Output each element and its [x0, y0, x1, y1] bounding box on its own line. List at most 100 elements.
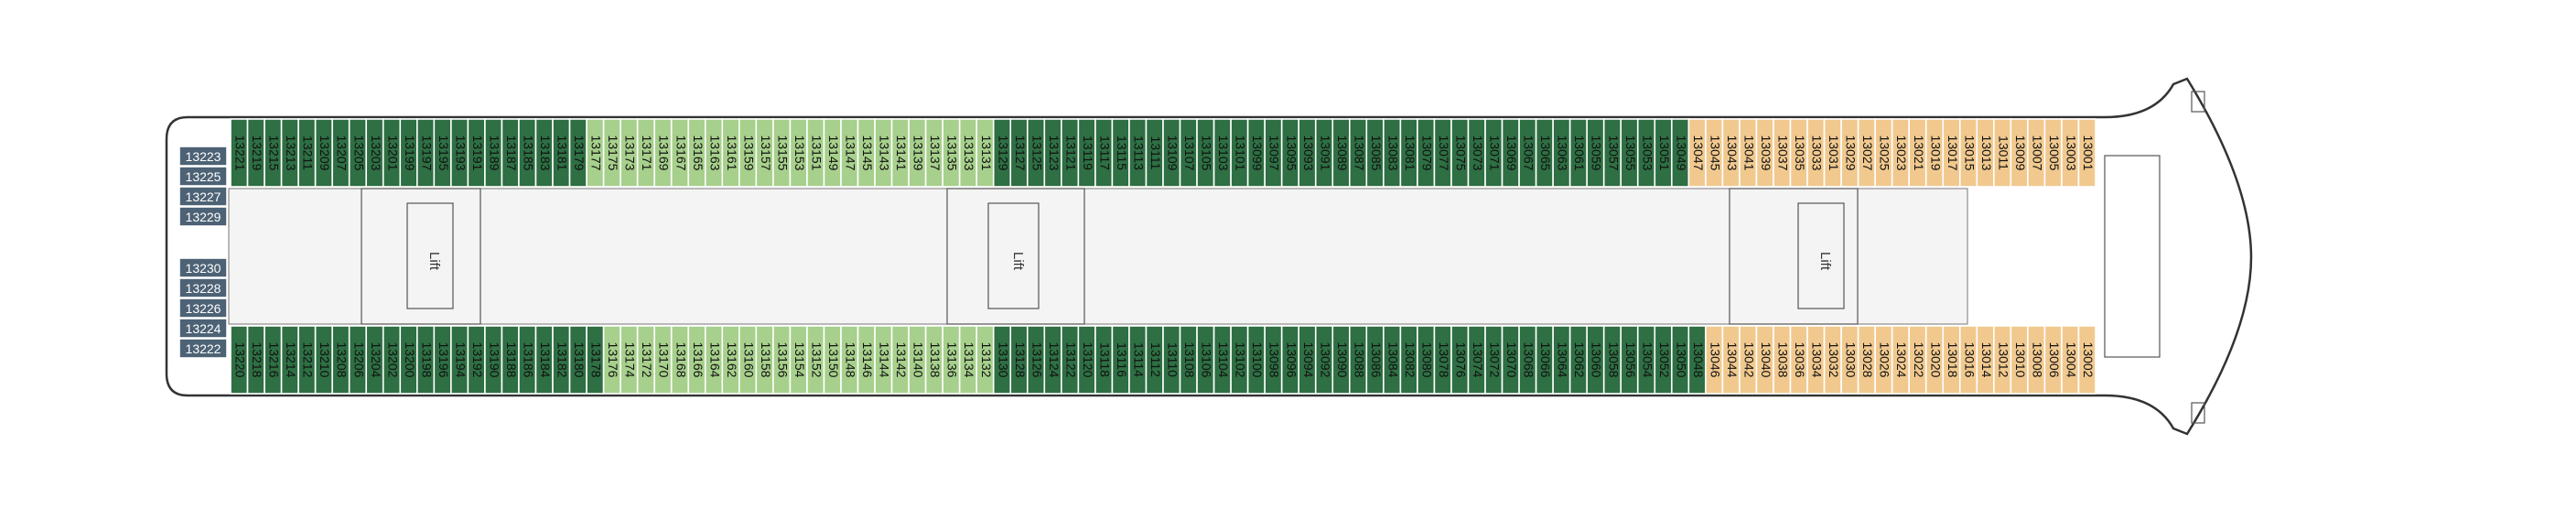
cabin-13102[interactable]: 13102	[1230, 325, 1249, 395]
cabin-13043[interactable]: 13043	[1721, 118, 1741, 188]
cabin-13070[interactable]: 13070	[1501, 325, 1520, 395]
cabin-13158[interactable]: 13158	[755, 325, 774, 395]
cabin-13025[interactable]: 13025	[1874, 118, 1893, 188]
cabin-13071[interactable]: 13071	[1484, 118, 1504, 188]
cabin-13163[interactable]: 13163	[704, 118, 724, 188]
cabin-13063[interactable]: 13063	[1552, 118, 1571, 188]
cabin-13109[interactable]: 13109	[1162, 118, 1181, 188]
cabin-13069[interactable]: 13069	[1501, 118, 1520, 188]
cabin-13225[interactable]: 13225	[178, 166, 228, 187]
cabin-13022[interactable]: 13022	[1908, 325, 1927, 395]
cabin-13185[interactable]: 13185	[518, 118, 537, 188]
cabin-13011[interactable]: 13011	[1993, 118, 2012, 188]
cabin-13133[interactable]: 13133	[958, 118, 978, 188]
cabin-13051[interactable]: 13051	[1654, 118, 1673, 188]
cabin-13137[interactable]: 13137	[924, 118, 943, 188]
cabin-13153[interactable]: 13153	[789, 118, 808, 188]
cabin-13121[interactable]: 13121	[1061, 118, 1080, 188]
cabin-13226[interactable]: 13226	[178, 298, 228, 319]
cabin-13210[interactable]: 13210	[314, 325, 333, 395]
cabin-rect-13230[interactable]	[178, 257, 228, 278]
cabin-13039[interactable]: 13039	[1755, 118, 1774, 188]
cabin-13037[interactable]: 13037	[1773, 118, 1792, 188]
cabin-13001[interactable]: 13001	[2077, 118, 2096, 188]
cabin-13097[interactable]: 13097	[1264, 118, 1283, 188]
cabin-13172[interactable]: 13172	[636, 325, 655, 395]
cabin-13054[interactable]: 13054	[1636, 325, 1656, 395]
cabin-13015[interactable]: 13015	[1958, 118, 1978, 188]
cabin-13033[interactable]: 13033	[1806, 118, 1826, 188]
cabin-13180[interactable]: 13180	[568, 325, 587, 395]
cabin-rect-13226[interactable]	[178, 298, 228, 319]
cabin-13079[interactable]: 13079	[1417, 118, 1436, 188]
cabin-13224[interactable]: 13224	[178, 318, 228, 339]
cabin-13084[interactable]: 13084	[1383, 325, 1402, 395]
cabin-13032[interactable]: 13032	[1823, 325, 1842, 395]
cabin-13177[interactable]: 13177	[586, 118, 605, 188]
cabin-13035[interactable]: 13035	[1789, 118, 1808, 188]
cabin-13115[interactable]: 13115	[1111, 118, 1130, 188]
cabin-13174[interactable]: 13174	[620, 325, 639, 395]
cabin-13124[interactable]: 13124	[1043, 325, 1062, 395]
cabin-13031[interactable]: 13031	[1823, 118, 1842, 188]
cabin-13058[interactable]: 13058	[1602, 325, 1622, 395]
cabin-13042[interactable]: 13042	[1739, 325, 1758, 395]
cabin-13048[interactable]: 13048	[1687, 325, 1707, 395]
cabin-13138[interactable]: 13138	[924, 325, 943, 395]
cabin-13075[interactable]: 13075	[1450, 118, 1470, 188]
cabin-13090[interactable]: 13090	[1331, 325, 1351, 395]
cabin-rect-13228[interactable]	[178, 277, 228, 298]
cabin-13230[interactable]: 13230	[178, 257, 228, 278]
cabin-rect-13225[interactable]	[178, 166, 228, 187]
cabin-13041[interactable]: 13041	[1739, 118, 1758, 188]
cabin-13088[interactable]: 13088	[1349, 325, 1368, 395]
cabin-13004[interactable]: 13004	[2061, 325, 2080, 395]
cabin-13017[interactable]: 13017	[1942, 118, 1961, 188]
cabin-13127[interactable]: 13127	[1009, 118, 1029, 188]
cabin-13106[interactable]: 13106	[1196, 325, 1215, 395]
cabin-13067[interactable]: 13067	[1518, 118, 1537, 188]
cabin-13002[interactable]: 13002	[2077, 325, 2096, 395]
cabin-13066[interactable]: 13066	[1535, 325, 1554, 395]
cabin-13128[interactable]: 13128	[1009, 325, 1029, 395]
cabin-13223[interactable]: 13223	[178, 146, 228, 167]
cabin-13214[interactable]: 13214	[280, 325, 299, 395]
cabin-13118[interactable]: 13118	[1094, 325, 1114, 395]
cabin-13065[interactable]: 13065	[1535, 118, 1554, 188]
cabin-13014[interactable]: 13014	[1976, 325, 1995, 395]
cabin-13159[interactable]: 13159	[738, 118, 758, 188]
cabin-13103[interactable]: 13103	[1213, 118, 1232, 188]
cabin-13027[interactable]: 13027	[1857, 118, 1876, 188]
cabin-13040[interactable]: 13040	[1755, 325, 1774, 395]
cabin-13099[interactable]: 13099	[1246, 118, 1266, 188]
cabin-13218[interactable]: 13218	[246, 325, 265, 395]
cabin-13005[interactable]: 13005	[2043, 118, 2063, 188]
cabin-13073[interactable]: 13073	[1467, 118, 1486, 188]
cabin-13171[interactable]: 13171	[636, 118, 655, 188]
cabin-13178[interactable]: 13178	[586, 325, 605, 395]
cabin-13219[interactable]: 13219	[246, 118, 265, 188]
cabin-13203[interactable]: 13203	[365, 118, 384, 188]
cabin-13076[interactable]: 13076	[1450, 325, 1470, 395]
cabin-13161[interactable]: 13161	[721, 118, 740, 188]
cabin-13155[interactable]: 13155	[772, 118, 792, 188]
cabin-13056[interactable]: 13056	[1620, 325, 1639, 395]
cabin-13227[interactable]: 13227	[178, 186, 228, 207]
cabin-13095[interactable]: 13095	[1280, 118, 1300, 188]
cabin-13036[interactable]: 13036	[1789, 325, 1808, 395]
cabin-13204[interactable]: 13204	[365, 325, 384, 395]
cabin-13179[interactable]: 13179	[568, 118, 587, 188]
cabin-13112[interactable]: 13112	[1145, 325, 1164, 395]
cabin-13089[interactable]: 13089	[1331, 118, 1351, 188]
cabin-13222[interactable]: 13222	[178, 338, 228, 359]
cabin-13198[interactable]: 13198	[415, 325, 436, 395]
cabin-13183[interactable]: 13183	[534, 118, 554, 188]
cabin-13013[interactable]: 13013	[1976, 118, 1995, 188]
cabin-13093[interactable]: 13093	[1298, 118, 1317, 188]
cabin-13086[interactable]: 13086	[1365, 325, 1385, 395]
cabin-13078[interactable]: 13078	[1433, 325, 1452, 395]
cabin-rect-13229[interactable]	[178, 206, 228, 227]
cabin-13125[interactable]: 13125	[1026, 118, 1046, 188]
cabin-13050[interactable]: 13050	[1671, 325, 1690, 395]
cabin-13105[interactable]: 13105	[1196, 118, 1215, 188]
